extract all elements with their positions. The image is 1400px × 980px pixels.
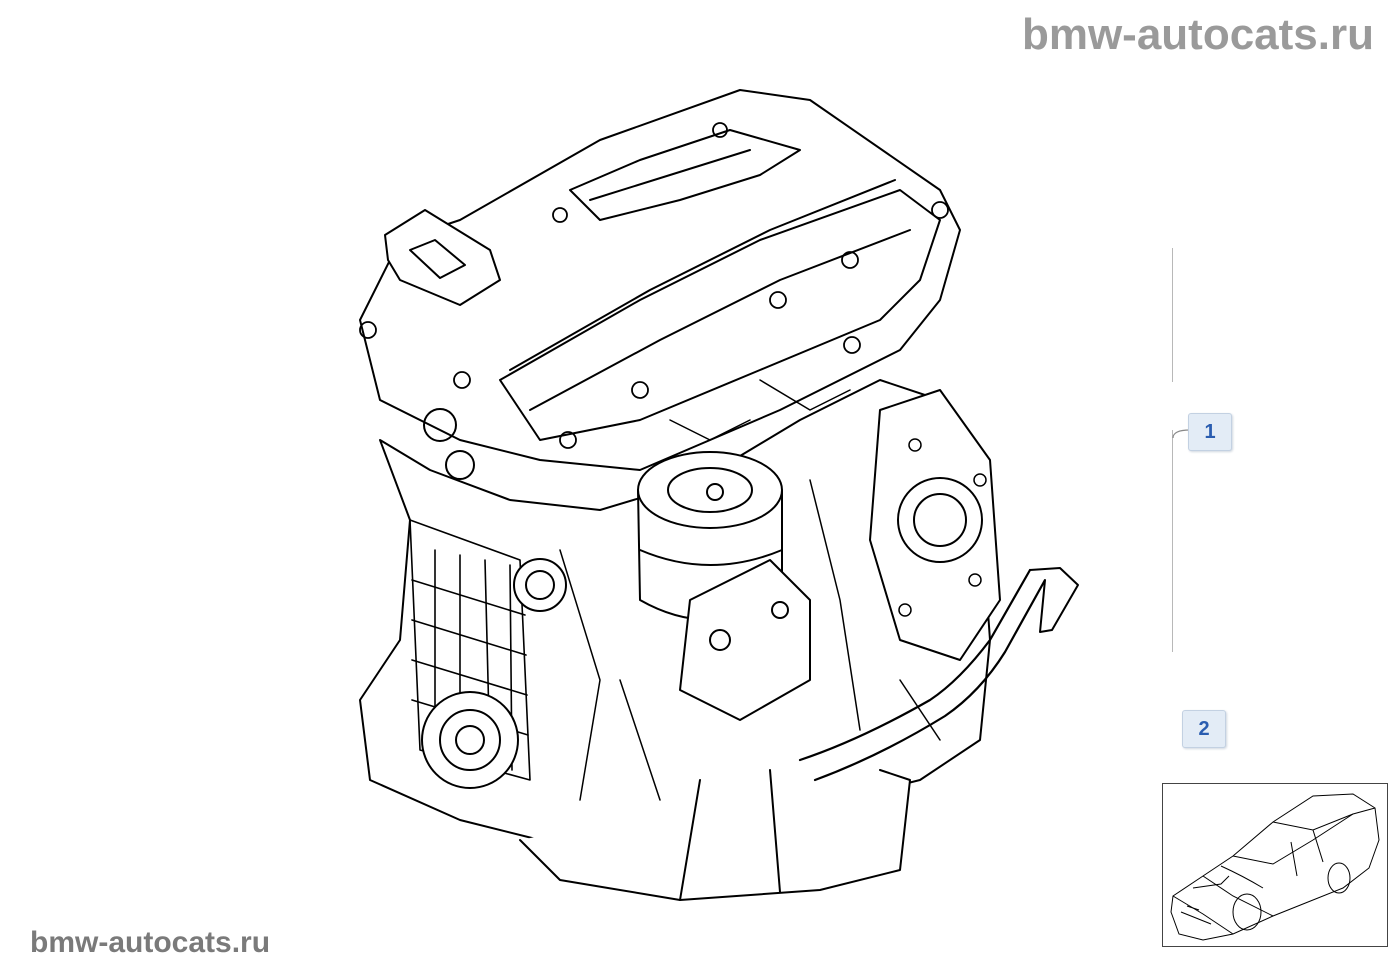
watermark-bottom: bmw-autocats.ru [30, 926, 271, 959]
callout-1-label: 1 [1204, 420, 1216, 443]
car-icon [1170, 793, 1380, 941]
callout-1[interactable]: 1 [1188, 413, 1232, 451]
guide-line-top [1172, 248, 1173, 382]
callout-2-label: 2 [1198, 717, 1210, 740]
callout-leader [1172, 429, 1191, 439]
vehicle-thumbnail[interactable] [1162, 783, 1388, 947]
engine-illustration [359, 89, 1079, 901]
watermark-top: bmw-autocats.ru [1021, 10, 1374, 59]
guide-line-bottom [1172, 430, 1173, 652]
callout-2[interactable]: 2 [1182, 710, 1226, 748]
